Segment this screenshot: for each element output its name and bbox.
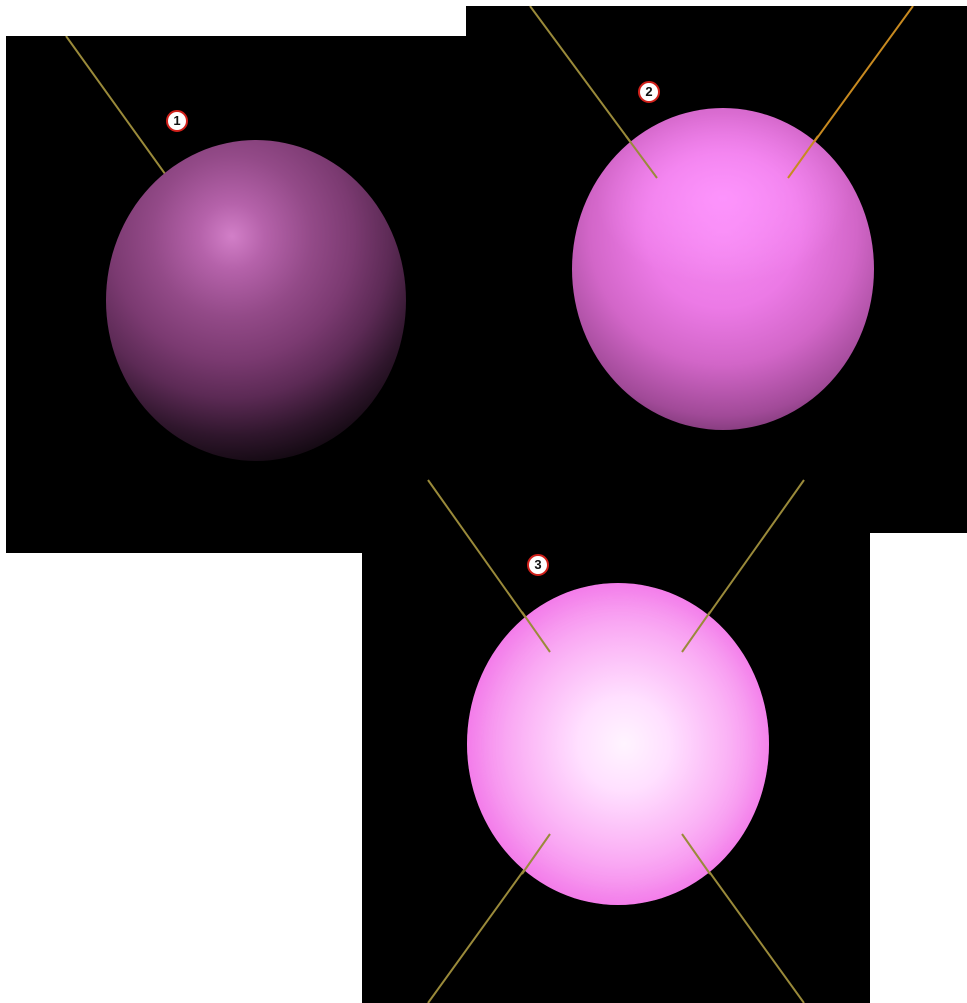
- light-line-tips-panel-2: [466, 6, 967, 533]
- sphere-panel-1: [106, 140, 406, 461]
- light-line: [626, 136, 657, 178]
- light-line: [522, 612, 550, 652]
- viewport-panel-3: 3: [362, 470, 870, 1003]
- light-line-tips-panel-3: [362, 470, 870, 1003]
- panel-number-badge-3: 3: [527, 554, 549, 576]
- panel-number-badge-2: 2: [638, 81, 660, 103]
- light-line: [522, 834, 550, 874]
- viewport-panel-2: 2: [466, 6, 967, 533]
- light-line: [682, 612, 710, 652]
- panel-number-badge-1: 1: [166, 110, 188, 132]
- light-line: [682, 834, 710, 874]
- light-line: [788, 136, 818, 178]
